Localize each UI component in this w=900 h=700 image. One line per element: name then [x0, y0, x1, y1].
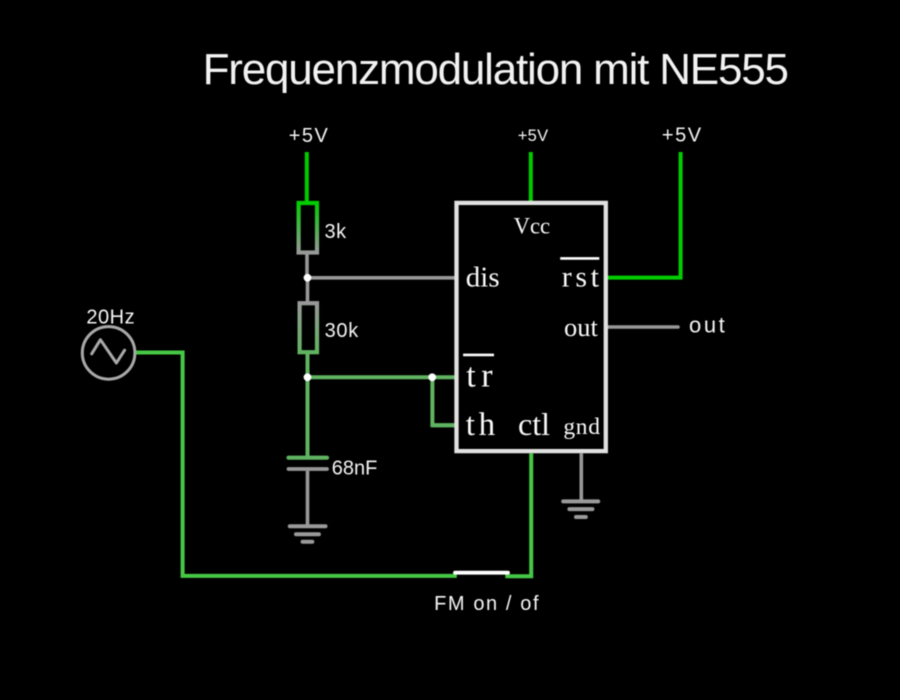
svg-text:out: out: [689, 313, 727, 338]
svg-text:3k: 3k: [325, 221, 348, 243]
svg-text:68nF: 68nF: [332, 458, 378, 480]
svg-text:Vcc: Vcc: [514, 214, 551, 239]
svg-text:+5V: +5V: [518, 127, 549, 145]
svg-text:out: out: [564, 312, 599, 342]
svg-text:ctl: ctl: [518, 406, 550, 442]
svg-text:gnd: gnd: [563, 414, 600, 440]
svg-text:tr: tr: [466, 358, 498, 395]
svg-text:rst: rst: [562, 261, 603, 294]
svg-text:+5V: +5V: [289, 125, 330, 147]
svg-text:th: th: [466, 407, 499, 443]
svg-text:Frequenzmodulation mit NE555: Frequenzmodulation mit NE555: [203, 45, 788, 94]
svg-text:dis: dis: [466, 262, 500, 294]
svg-text:+5V: +5V: [662, 125, 703, 147]
svg-text:30k: 30k: [325, 320, 360, 342]
svg-text:20Hz: 20Hz: [86, 307, 135, 329]
svg-text:FM on / of: FM on / of: [434, 593, 540, 615]
